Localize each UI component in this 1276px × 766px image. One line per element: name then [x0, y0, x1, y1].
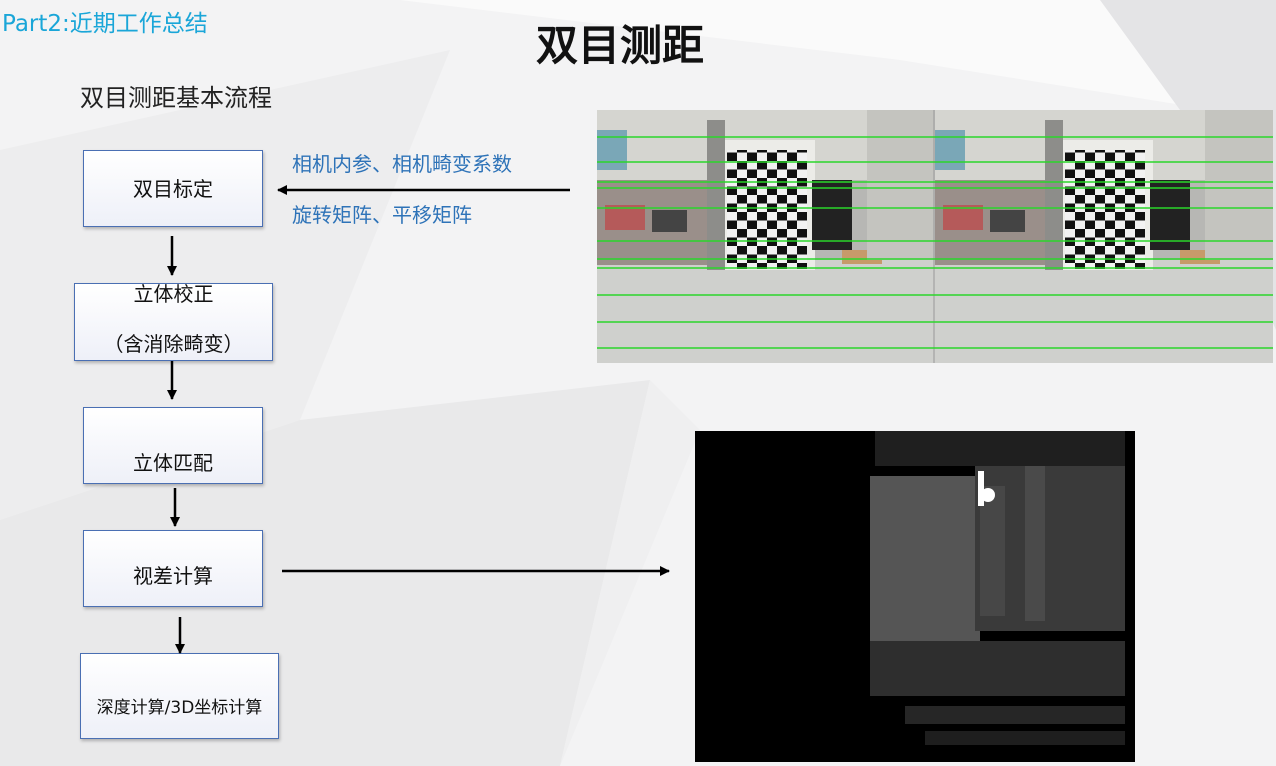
- step-stereo-calibration: 双目标定: [83, 150, 263, 227]
- calibration-params-line1: 相机内参、相机畸变系数: [292, 152, 512, 176]
- rectified-stereo-image-pair: [597, 110, 1273, 363]
- disparity-map-graphic: [695, 431, 1135, 762]
- step-sublabel: （含消除畸变）: [103, 332, 244, 356]
- step-depth-computation: 深度计算/3D坐标计算: [80, 653, 279, 739]
- calibration-params-line2: 旋转矩阵、平移矩阵: [292, 203, 472, 227]
- disparity-map: [695, 431, 1135, 762]
- section-header: Part2:近期工作总结: [2, 11, 208, 37]
- step-stereo-matching: 立体匹配: [83, 407, 263, 484]
- step-stereo-rectification: 立体校正 （含消除畸变）: [74, 282, 273, 361]
- step-label: 立体匹配: [133, 450, 213, 475]
- rectified-stereo-image-pair-graphic: [597, 110, 1273, 363]
- step-disparity-computation: 视差计算: [83, 530, 263, 607]
- flow-subtitle: 双目测距基本流程: [80, 84, 272, 112]
- step-label: 视差计算: [133, 563, 213, 588]
- step-label: 深度计算/3D坐标计算: [96, 697, 263, 718]
- slide-title: 双目测距: [535, 21, 704, 70]
- step-label: 双目标定: [133, 176, 213, 201]
- step-label: 立体校正: [133, 282, 214, 306]
